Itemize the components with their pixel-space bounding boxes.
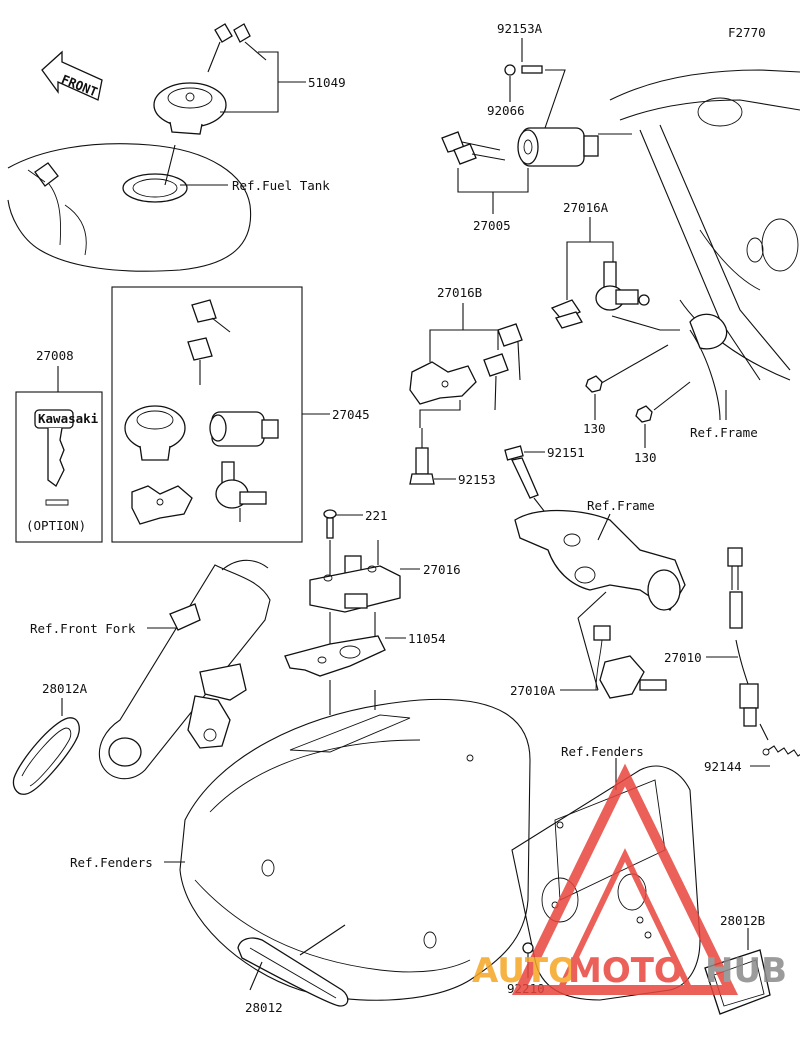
bracket-11054-icon — [284, 635, 386, 677]
reflector-28012-icon — [237, 937, 349, 1007]
switch-27010-icon — [727, 547, 769, 741]
ref-fenders-left: Ref.Fenders — [70, 855, 153, 870]
watermark-hub: HUB — [705, 951, 787, 991]
ignition-keys-icon — [441, 131, 506, 165]
frame-bracket-illustration — [514, 509, 686, 611]
watermark-moto: MOTO — [568, 951, 683, 991]
figure-code: F2770 — [728, 25, 766, 40]
part-92066: 92066 — [487, 103, 525, 118]
part-28012B: 28012B — [720, 913, 765, 928]
kit-ignition-switch-icon — [209, 411, 279, 447]
ignition-switch-icon — [517, 127, 599, 167]
part-27010A: 27010A — [510, 683, 556, 698]
ref-front-fork: Ref.Front Fork — [30, 621, 136, 636]
ref-frame-lower: Ref.Frame — [587, 498, 655, 513]
bolt-92151-icon — [504, 445, 539, 499]
lock-27016-icon — [309, 555, 401, 613]
part-27010: 27010 — [664, 650, 702, 665]
key-set-icon — [207, 23, 267, 73]
kit-seat-lock-icon — [131, 485, 193, 525]
frame-illustration — [609, 69, 800, 421]
part-27008: 27008 — [36, 348, 74, 363]
part-28012A: 28012A — [42, 681, 88, 696]
part-27005: 27005 — [473, 218, 511, 233]
part-221: 221 — [365, 508, 388, 523]
part-92153A: 92153A — [497, 21, 543, 36]
kit-keys-icon — [187, 299, 231, 385]
part-92151: 92151 — [547, 445, 585, 460]
watermark-auto: AUTO — [472, 951, 577, 991]
kit-helmet-lock-icon — [215, 461, 267, 522]
part-130-b: 130 — [634, 450, 657, 465]
switch-27010A-icon — [593, 625, 667, 699]
front-arrow-icon: FRONT — [41, 50, 103, 101]
part-11054: 11054 — [408, 631, 446, 646]
ref-fuel-tank: Ref.Fuel Tank — [232, 178, 330, 193]
spring-92144-icon — [762, 745, 800, 757]
part-130-a: 130 — [583, 421, 606, 436]
part-28012: 28012 — [245, 1000, 283, 1015]
seat-lock-icon — [409, 361, 477, 405]
reflector-28012A-icon — [12, 717, 80, 795]
front-fender-illustration — [179, 698, 531, 1001]
screw-icon — [504, 64, 543, 76]
part-92144: 92144 — [704, 759, 742, 774]
ref-frame-upper: Ref.Frame — [690, 425, 758, 440]
fuel-cap-illustration — [153, 82, 227, 135]
bolt-221-icon — [323, 509, 337, 539]
kit-fuel-cap-icon — [124, 405, 186, 461]
key-brand: Kawasaki — [38, 411, 99, 426]
ref-fenders-right: Ref.Fenders — [561, 744, 644, 759]
part-27016A: 27016A — [563, 200, 609, 215]
bolt-92153-icon — [409, 447, 435, 485]
seat-lock-keys-icon — [483, 323, 523, 411]
front-fork-illustration — [98, 559, 271, 780]
bolt-130-icon — [585, 375, 653, 423]
part-27016B: 27016B — [437, 285, 482, 300]
helmet-lock-icon — [550, 261, 650, 329]
part-27008-note: (OPTION) — [26, 518, 86, 533]
key-option-box — [15, 391, 103, 543]
part-92153: 92153 — [458, 472, 496, 487]
part-27016: 27016 — [423, 562, 461, 577]
key-icon: Kawasaki — [34, 409, 99, 506]
part-51049: 51049 — [308, 75, 346, 90]
part-27045: 27045 — [332, 407, 370, 422]
watermark-logo: AUTO MOTO HUB — [472, 763, 787, 995]
fuel-tank-illustration — [7, 143, 252, 272]
